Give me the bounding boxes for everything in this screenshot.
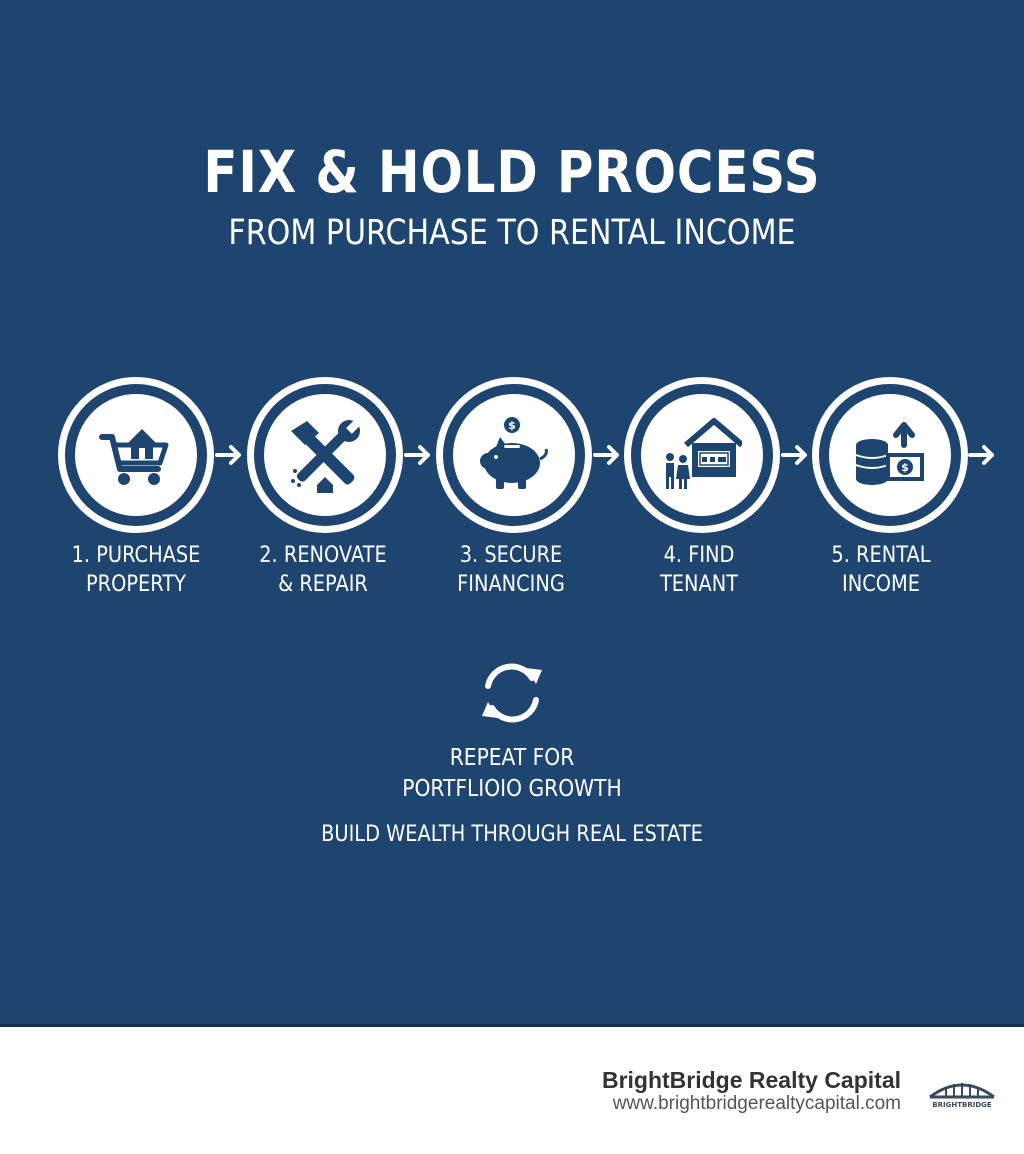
piggy-bank-icon: $ <box>480 417 548 489</box>
step-2-circle <box>247 377 403 533</box>
step-1-circle <box>58 377 214 533</box>
step-4-circle <box>624 377 780 533</box>
svg-text:$: $ <box>508 419 516 432</box>
step-2-label: 2. RENOVATE& REPAIR <box>259 543 387 597</box>
arrow-right-icon <box>215 445 241 465</box>
hammer-wrench-icon <box>291 419 361 493</box>
bridge-logo-icon: BRIGHTBRIDGE <box>929 1083 995 1109</box>
brand-name: BrightBridge Realty Capital <box>601 1067 901 1093</box>
page-title: FIX & HOLD PROCESS <box>203 138 821 206</box>
arrow-right-icon <box>781 445 807 465</box>
arrow-right-icon <box>404 445 430 465</box>
svg-text:$: $ <box>901 461 909 474</box>
page-subtitle: FROM PURCHASE TO RENTAL INCOME <box>228 213 796 253</box>
footer: BrightBridge Realty Capital www.brightbr… <box>0 1024 1024 1154</box>
shopping-cart-house-icon <box>99 429 169 485</box>
step-5-circle: $ <box>812 377 968 533</box>
step-3-circle: $ <box>436 377 592 533</box>
money-stack-icon: $ <box>855 422 924 485</box>
cycle-arrows-icon <box>482 663 542 723</box>
house-tenants-icon <box>666 418 742 489</box>
arrow-right-icon <box>968 445 994 465</box>
arrow-right-icon <box>593 445 619 465</box>
logo-text: BRIGHTBRIDGE <box>932 1101 992 1109</box>
infographic-panel: FIX & HOLD PROCESS FROM PURCHASE TO RENT… <box>58 138 994 847</box>
brand-url[interactable]: www.brightbridgerealtycapital.com <box>612 1093 901 1114</box>
tagline: BUILD WEALTH THROUGH REAL ESTATE <box>321 822 703 847</box>
